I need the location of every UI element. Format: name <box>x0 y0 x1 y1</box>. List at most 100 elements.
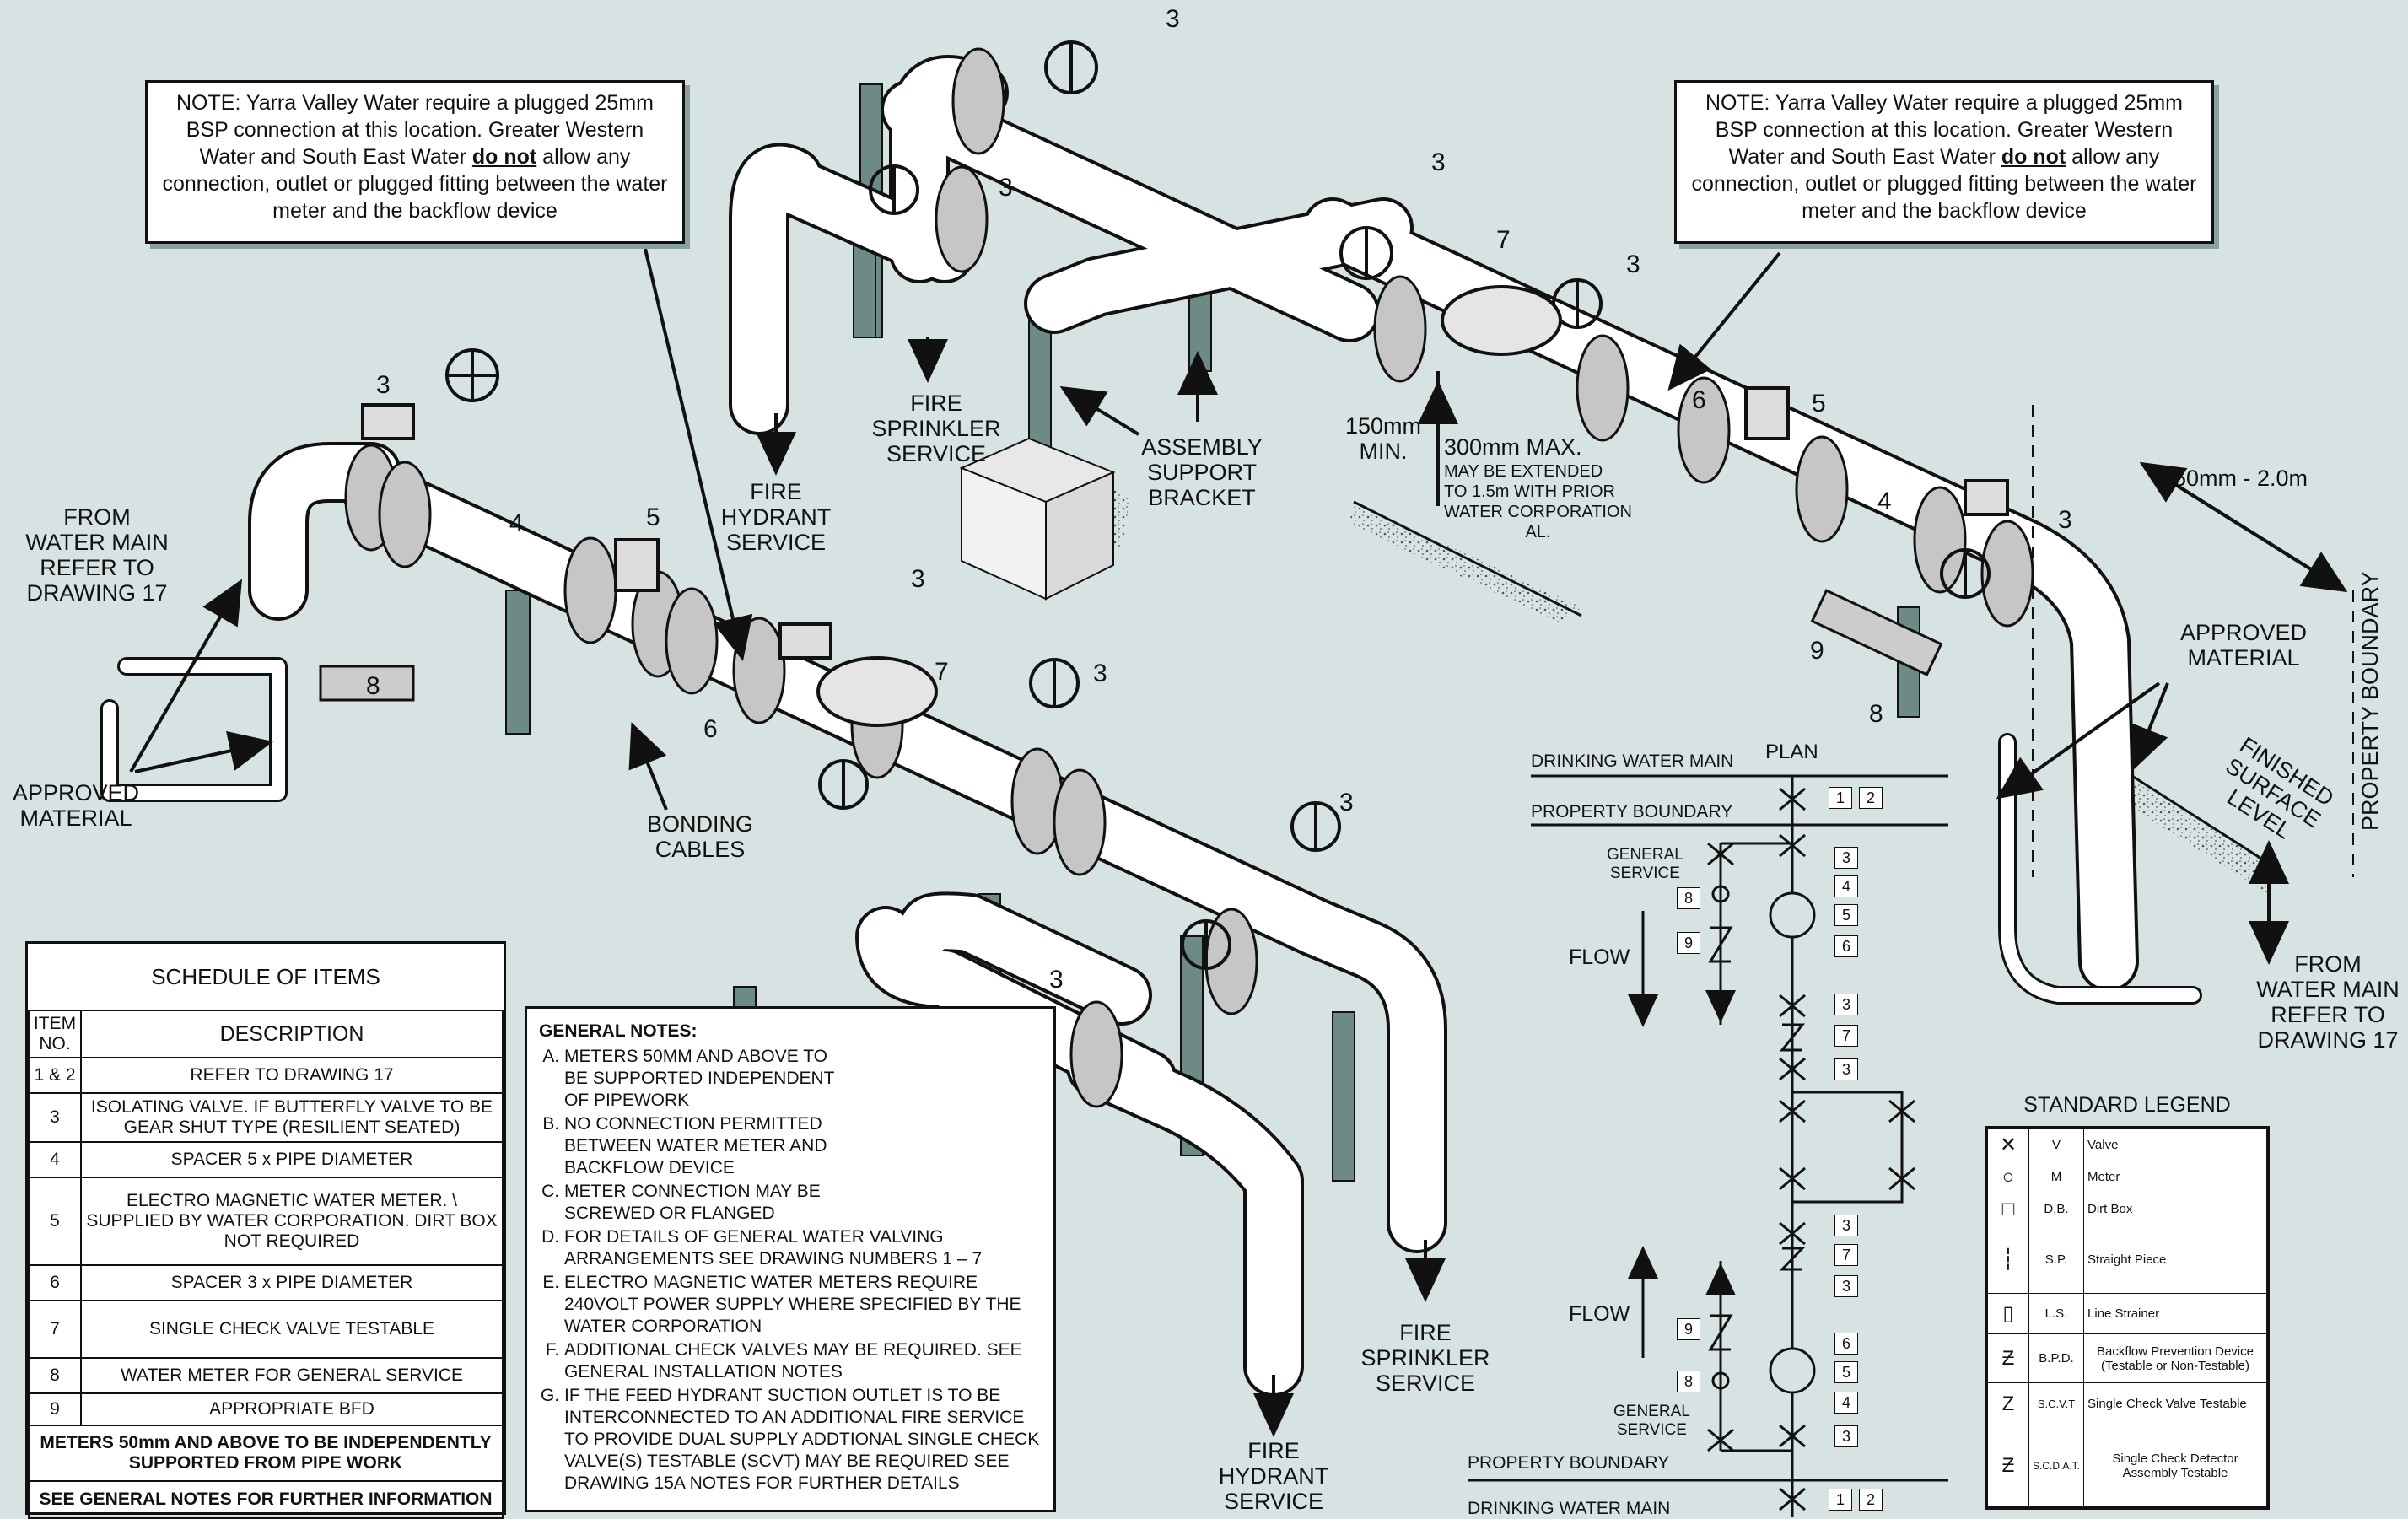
plan-box-6b: 6 <box>1834 1333 1865 1355</box>
list-item: FOR DETAILS OF GENERAL WATER VALVING ARR… <box>564 1226 1042 1270</box>
concrete-block <box>959 437 1116 601</box>
item-number: 3 <box>1339 789 1354 816</box>
note-text: NOTE: Yarra Valley Water require a plugg… <box>1705 91 2183 169</box>
general-notes-list: METERS 50MM AND ABOVE TO BE SUPPORTED IN… <box>539 1046 1042 1495</box>
leader-arrows <box>129 248 2354 1437</box>
plan-box: 5 <box>1834 1361 1858 1383</box>
plan-flow-bottom: FLOW <box>1569 1302 1630 1326</box>
plan-general-service-bottom: GENERAL SERVICE <box>1613 1403 1690 1440</box>
label-line: REFER TO <box>2271 1002 2385 1027</box>
line-strainer-icon: ▯ <box>1987 1292 2029 1335</box>
plan-box: 8 <box>1677 1371 1700 1392</box>
label-line: FIRE <box>1399 1320 1452 1345</box>
legend-desc: Dirt Box <box>2083 1193 2267 1226</box>
item-number: 4 <box>1877 487 1892 515</box>
valve-icon: ✕ <box>1987 1128 2029 1162</box>
label-line: FROM <box>63 504 131 530</box>
label-line: APPROVED <box>2179 620 2308 645</box>
plan-box: 9 <box>1677 932 1700 954</box>
plan-property-boundary-bottom: PROPERTY BOUNDARY <box>1468 1453 1670 1473</box>
label-line: DRAWING 17 <box>26 580 168 606</box>
legend-desc: Straight Piece <box>2083 1225 2267 1294</box>
label-line: SERVICE <box>1375 1371 1476 1396</box>
label-line: GENERAL <box>1613 1403 1690 1420</box>
label-fire-hydrant-bottom: FIRE HYDRANT SERVICE <box>1198 1438 1349 1514</box>
item-number: 3 <box>376 371 391 399</box>
general-notes: GENERAL NOTES: METERS 50MM AND ABOVE TO … <box>525 1006 1056 1512</box>
table-row: ▯L.S.Line Strainer <box>1987 1292 2267 1335</box>
schedule-cell: SPACER 3 x PIPE DIAMETER <box>80 1264 504 1301</box>
label-150mm-2m: 150mm - 2.0m <box>2161 466 2308 491</box>
item-number: 3 <box>2058 506 2072 534</box>
schedule-cell: SPACER 5 x PIPE DIAMETER <box>80 1141 504 1178</box>
schedule-cell: 5 <box>28 1177 82 1266</box>
schedule-header-description: DESCRIPTION <box>80 1010 504 1058</box>
schedule-cell: REFER TO DRAWING 17 <box>80 1057 504 1094</box>
item-number: 3 <box>1431 148 1446 176</box>
label-line: DRAWING 17 <box>2257 1027 2399 1053</box>
label-line: SPRINKLER <box>871 416 1001 441</box>
label-line: BONDING <box>646 811 753 837</box>
label-line: MATERIAL <box>2187 645 2300 671</box>
plan-box: 9 <box>1677 1318 1700 1340</box>
label-300mm-max-note: MAY BE EXTENDED TO 1.5m WITH PRIOR WATER… <box>1444 461 1632 542</box>
legend-abbr: L.S. <box>2028 1292 2085 1335</box>
label-line: 150mm <box>1344 413 1422 439</box>
legend-desc: Line Strainer <box>2083 1292 2267 1335</box>
note-emphasis: do not <box>471 145 537 169</box>
item-number: 7 <box>1496 226 1511 254</box>
schedule-cell: 6 <box>28 1264 82 1301</box>
plan-flow-top: FLOW <box>1569 945 1630 969</box>
valves <box>361 40 2009 970</box>
plan-box: 5 <box>1834 904 1858 926</box>
plan-box-3c: 3 <box>1834 1058 1865 1080</box>
meter-icon: ○ <box>1987 1161 2029 1194</box>
legend-desc: Backflow Prevention Device (Testable or … <box>2083 1333 2267 1384</box>
note-emphasis: do not <box>2001 145 2066 169</box>
label-line: BRACKET <box>1148 485 1256 510</box>
plan-box-7: 7 <box>1834 1025 1865 1047</box>
plan-box: 1 <box>1829 787 1852 809</box>
plan-general-service-top: GENERAL SERVICE <box>1607 846 1683 883</box>
plan-box: 3 <box>1834 1425 1858 1447</box>
schedule-footer: SEE GENERAL NOTES FOR FURTHER INFORMATIO… <box>28 1480 504 1519</box>
schedule-cell: 1 & 2 <box>28 1057 82 1094</box>
label-line: SERVICE <box>1616 1421 1687 1439</box>
label-line: MIN. <box>1359 439 1408 464</box>
legend-abbr: S.P. <box>2028 1225 2085 1294</box>
label-from-water-main-right: FROM WATER MAIN REFER TO DRAWING 17 <box>2248 951 2408 1053</box>
item-number: 6 <box>1692 386 1706 414</box>
label-line: GENERAL <box>1607 846 1683 864</box>
label-line: ASSEMBLY <box>1141 434 1263 460</box>
table-row: □D.B.Dirt Box <box>1987 1193 2267 1226</box>
legend-abbr: V <box>2028 1128 2085 1162</box>
label-line: FIRE <box>1247 1438 1300 1463</box>
plan-box: 7 <box>1834 1025 1858 1047</box>
plan-drinking-main-top: DRINKING WATER MAIN <box>1531 751 1734 771</box>
plan-box: 4 <box>1834 875 1858 897</box>
plan-box: 2 <box>1859 1489 1883 1511</box>
item-number: 6 <box>703 715 718 743</box>
label-150mm-min: 150mm MIN. <box>1333 413 1434 464</box>
list-item: NO CONNECTION PERMITTED BETWEEN WATER ME… <box>564 1113 843 1179</box>
schedule-cell: 7 <box>28 1300 82 1359</box>
plan-box: 4 <box>1834 1392 1858 1414</box>
label-approved-material-left: APPROVED MATERIAL <box>4 780 148 831</box>
item-number: 3 <box>1093 660 1107 687</box>
label-bonding-cables: BONDING CABLES <box>624 811 776 862</box>
list-item: METERS 50MM AND ABOVE TO BE SUPPORTED IN… <box>564 1046 843 1112</box>
plan-box: 3 <box>1834 994 1858 1015</box>
legend-title: STANDARD LEGEND <box>2023 1093 2231 1117</box>
item-number: 3 <box>999 174 1013 202</box>
label-property-boundary-vertical: PROPERTY BOUNDARY <box>2357 571 2383 831</box>
check-detector-icon: Ƶ <box>1987 1425 2029 1507</box>
plan-box-3b: 3 <box>1834 994 1865 1015</box>
plan-title: PLAN <box>1765 741 1818 763</box>
schedule-cell: 8 <box>28 1357 82 1394</box>
